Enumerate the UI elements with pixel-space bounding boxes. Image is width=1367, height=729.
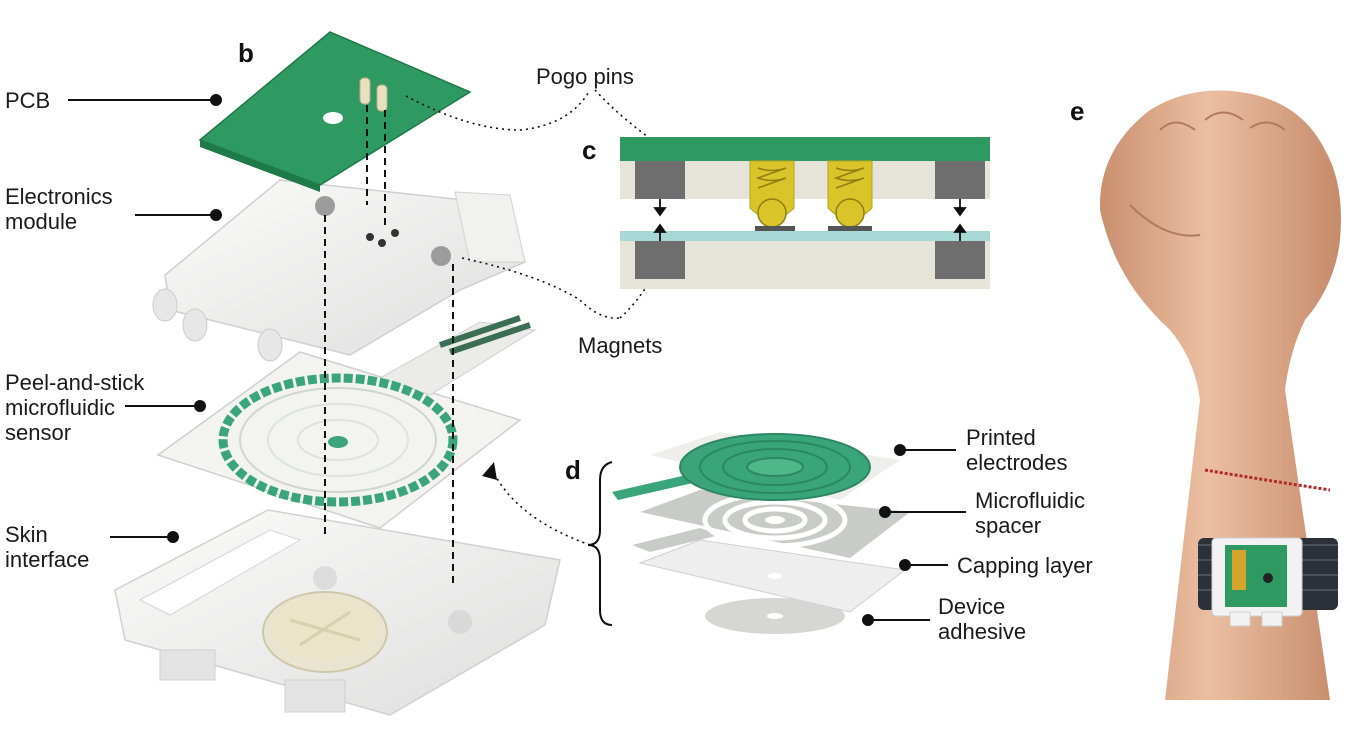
sensor-layer bbox=[620, 231, 990, 241]
label-peel-and-stick-sensor: Peel-and-stick microfluidic sensor bbox=[5, 370, 145, 445]
label-pogo-pins: Pogo pins bbox=[536, 64, 634, 89]
leader-lines-b bbox=[68, 94, 222, 543]
label-microfluidic-spacer: Microfluidic spacer bbox=[975, 488, 1086, 538]
attraction-arrows bbox=[653, 199, 967, 241]
label-capping-layer: Capping layer bbox=[957, 553, 1093, 578]
alignment-lines bbox=[324, 105, 454, 585]
magnet-bottom-left bbox=[635, 241, 685, 279]
wrist-photo bbox=[1099, 90, 1341, 700]
pogo-pin-right bbox=[827, 160, 873, 228]
label-magnets: Magnets bbox=[578, 333, 663, 358]
magnet-top-right bbox=[935, 161, 985, 199]
pcb-part bbox=[198, 31, 472, 192]
sensor-layer-stack bbox=[587, 432, 910, 634]
magnet-top-left bbox=[635, 161, 685, 199]
label-device-adhesive: Device adhesive bbox=[938, 594, 1027, 644]
label-printed-electrodes: Printed electrodes bbox=[966, 425, 1068, 475]
label-pcb: PCB bbox=[5, 88, 51, 113]
panel-label-c: c bbox=[582, 135, 597, 165]
leader-lines-d bbox=[862, 444, 966, 626]
panel-label-b: b bbox=[238, 38, 254, 68]
microfluidic-sensor-part bbox=[156, 315, 537, 529]
electronics-module-part bbox=[152, 179, 526, 362]
label-electronics-module: Electronics module bbox=[5, 184, 113, 234]
pogo-pin-left bbox=[749, 160, 795, 228]
label-skin-interface: Skin interface bbox=[5, 522, 90, 572]
bracelet bbox=[1204, 468, 1331, 492]
panel-label-e: e bbox=[1070, 96, 1085, 126]
pcb-layer bbox=[620, 137, 990, 161]
cross-section-diagram bbox=[620, 137, 990, 289]
layer-bracket bbox=[587, 461, 613, 626]
panel-label-d: d bbox=[565, 455, 581, 485]
exploded-device-view bbox=[114, 31, 561, 716]
skin-interface-part bbox=[114, 509, 561, 716]
callout-arrowhead bbox=[482, 462, 497, 480]
magnet-bottom-right bbox=[935, 241, 985, 279]
